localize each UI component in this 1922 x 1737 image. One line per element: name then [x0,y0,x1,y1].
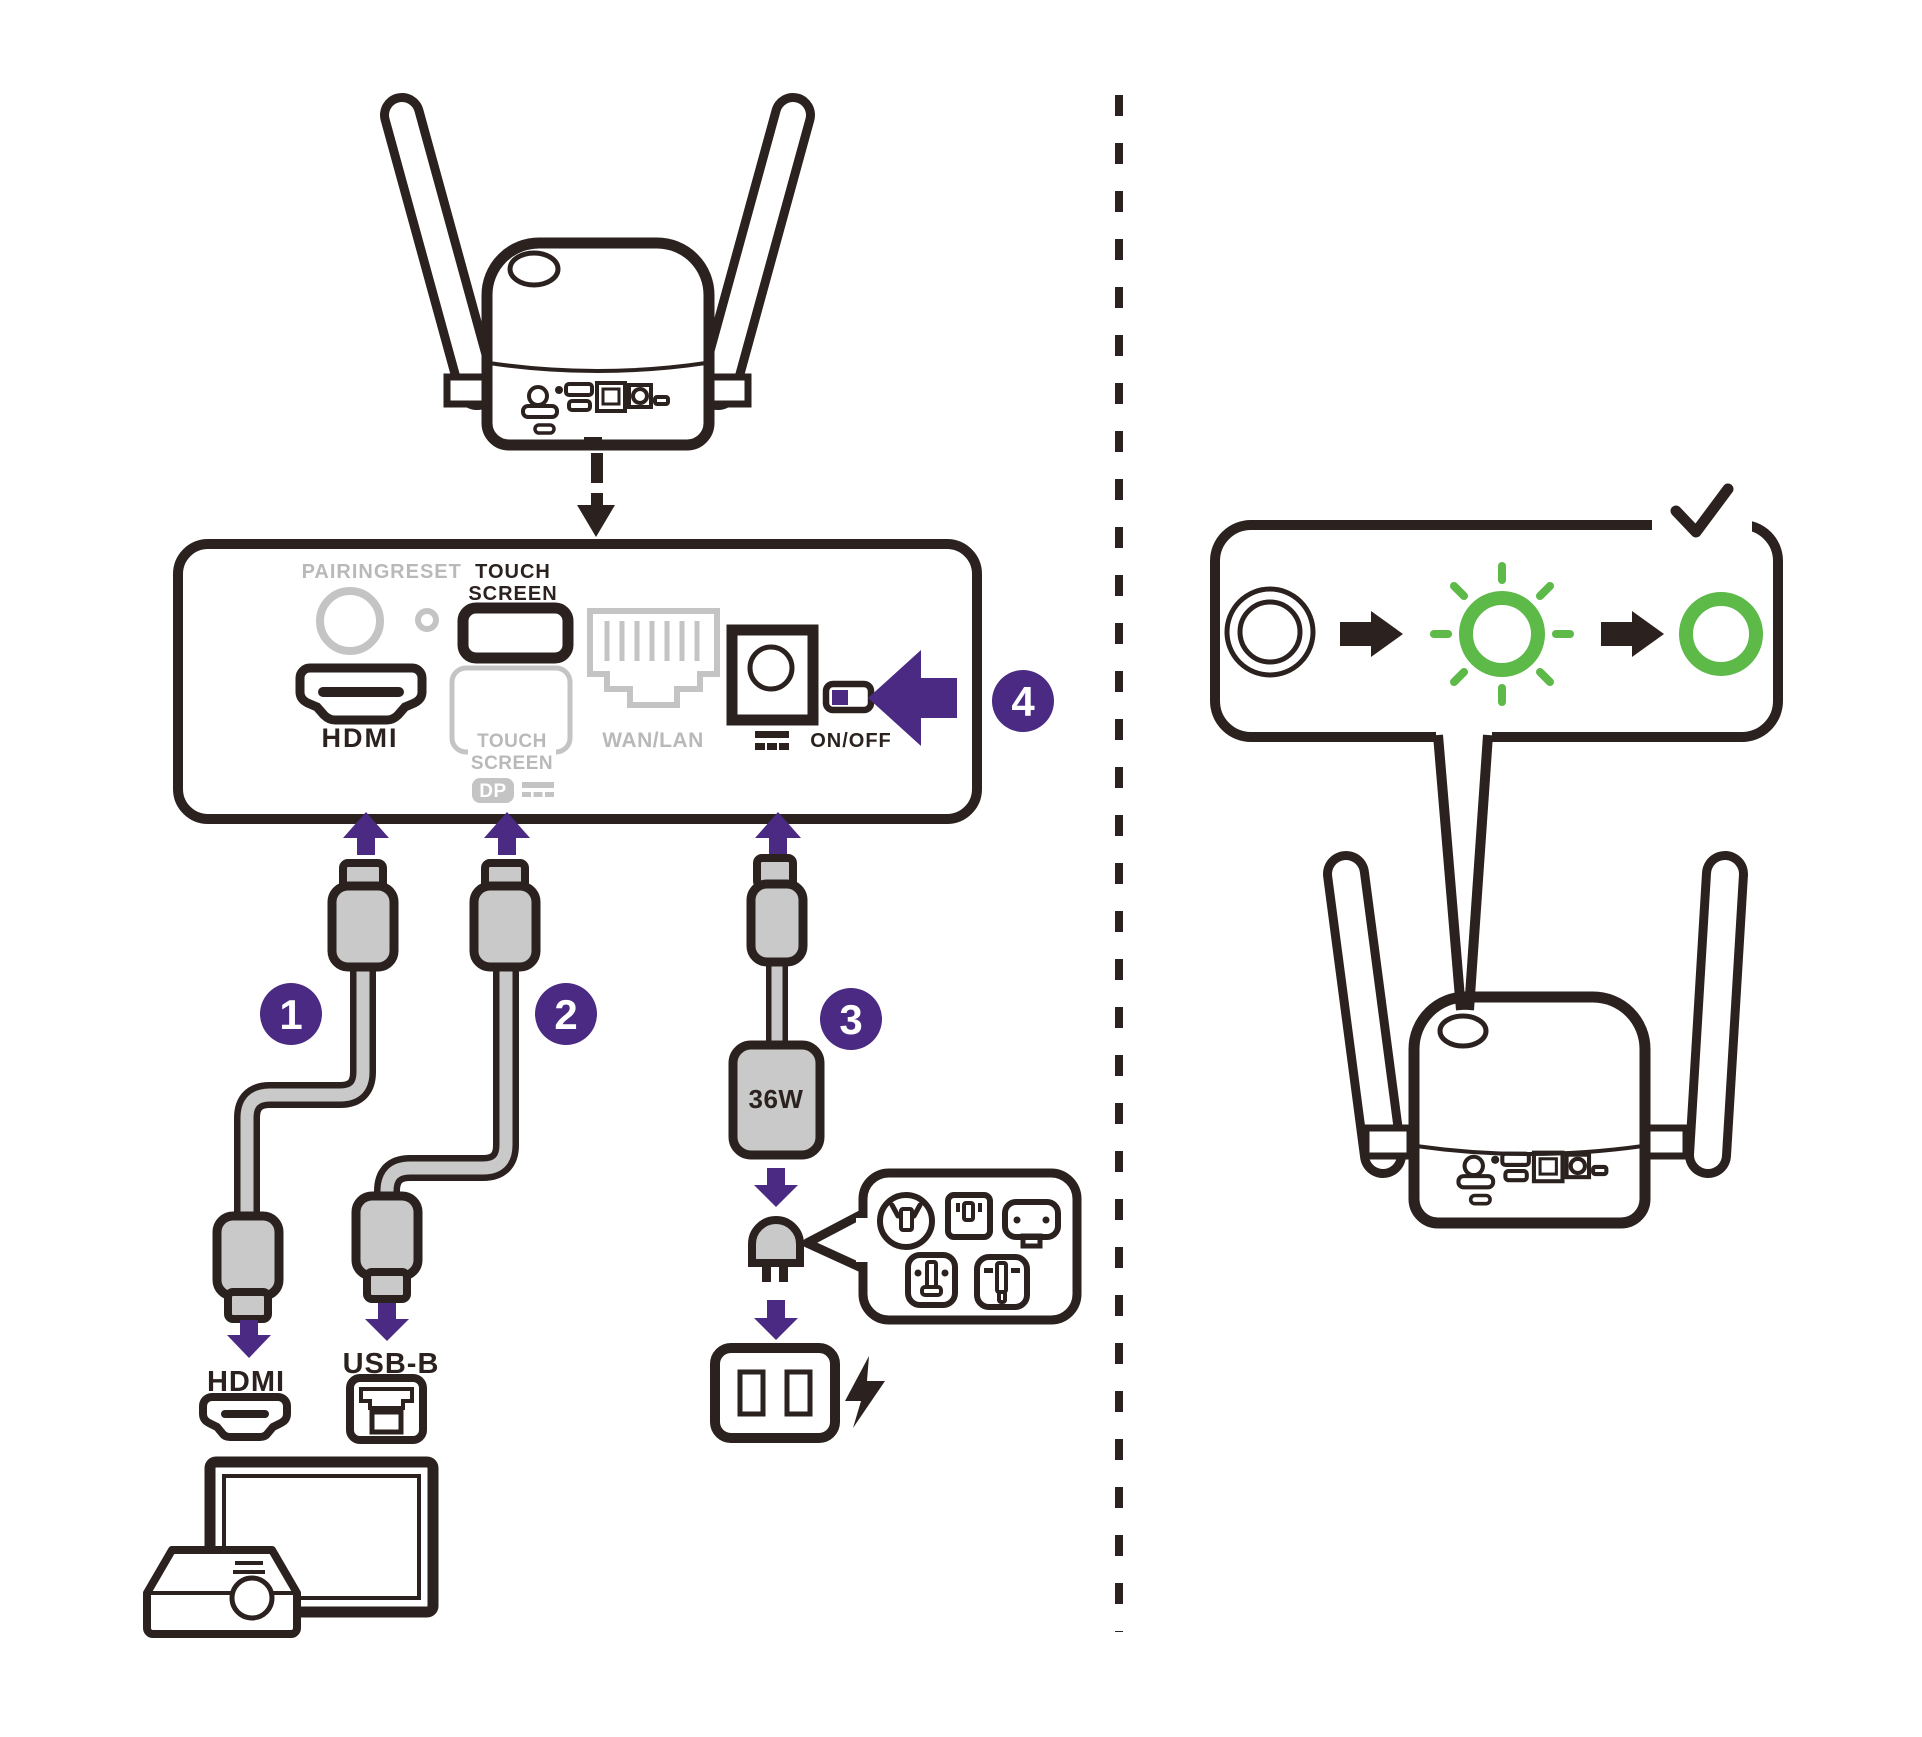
host-device-right [1323,851,1748,1229]
display-and-projector [143,1456,439,1638]
dc-symbol-gray-icon [522,782,554,797]
check-icon [1670,483,1734,538]
plug-type-round-icon [877,1192,935,1250]
callout-tail-left [1433,734,1466,1011]
antenna-hinge-right [706,373,752,408]
plug-in-arrow-1-icon [343,812,389,855]
step4-number: 4 [1011,678,1035,725]
touch-screen-dp-label-2: SCREEN [471,753,553,774]
antenna-left-fill [389,102,490,401]
led-off-icon [1224,586,1316,678]
callout-tail-right [1464,734,1493,1011]
plug-type-earthed-icon [905,1252,958,1308]
hdmi-cable [212,859,399,1323]
wan-lan-label: WAN/LAN [602,729,704,752]
step1-number: 1 [279,991,302,1038]
arrow-right-icon [1340,611,1403,657]
plug-types-callout [802,1168,1082,1325]
led-solid-green-icon [1679,592,1763,676]
power-cable: 36W [728,854,825,1160]
plug-type-wide-icon [1002,1199,1061,1249]
dashed-down-arrow-icon [577,453,615,537]
step4-badge [992,670,1054,732]
antenna-hinge-left [1362,1124,1414,1160]
led-status-callout [1210,483,1783,746]
down-arrow-outlet-icon [754,1300,798,1340]
step1-badge [260,983,322,1045]
led-button-icon [507,250,561,288]
power-plug-icon [748,1216,804,1282]
down-arrow-hdmi-icon [227,1320,271,1358]
touch-screen-dp-label-1: TOUCH [477,731,547,752]
touch-screen-usb-label-1: TOUCH [475,561,551,583]
plug-type-square-icon [945,1192,993,1240]
dc-symbol-icon [755,731,789,750]
reset-label: RESET [390,561,462,583]
dp-badge [472,778,514,803]
hdmi-cable-label: HDMI [207,1366,285,1398]
usb-cable [351,859,541,1303]
on-off-label: ON/OFF [810,730,892,752]
led-button-icon [1437,1013,1489,1049]
arrow-right-icon [1601,611,1664,657]
step2-number: 2 [554,991,577,1038]
antenna-right-fill [705,102,806,401]
device-body [481,237,715,451]
step3-number: 3 [839,996,862,1043]
plug-in-arrow-3-icon [755,812,801,855]
step3-badge [820,988,882,1050]
step4-arrow-icon [868,650,957,746]
power-jack-icon [726,624,819,726]
led-blinking-green-icon [1430,562,1574,706]
power-adapter [728,1040,825,1160]
step2-badge [535,983,597,1045]
wall-outlet-icon [710,1343,840,1443]
wan-lan-port-icon [587,608,720,708]
lightning-bolt-icon [845,1356,885,1428]
led-status-bubble [1210,520,1783,742]
io-panel: PAIRING RESET TOUCH SCREEN HDMI TOUCH SC… [173,539,982,824]
host-device-top [380,93,815,451]
dp-badge-label: DP [479,781,506,802]
pairing-label: PAIRING [302,561,391,583]
plug-in-arrow-2-icon [484,812,530,855]
touch-screen-usb-label-2: SCREEN [468,583,557,605]
reset-pinhole-icon [415,608,439,632]
hdmi-port-label: HDMI [322,723,399,753]
touch-screen-usb-port-icon [457,602,574,664]
down-arrow-usb-icon [365,1303,409,1341]
pairing-button-icon [316,587,384,655]
device-face-edge [488,361,707,373]
projector-icon [143,1546,301,1638]
usb-b-connector-icon [346,1374,427,1444]
down-arrow-adapter-icon [754,1168,798,1207]
plug-type-flat-pin-icon [974,1254,1030,1310]
antenna-hinge-left [443,373,489,408]
adapter-wattage-label: 36W [749,1084,804,1114]
hdmi-connector-icon [199,1393,291,1441]
device-bottom-notch [584,437,602,449]
